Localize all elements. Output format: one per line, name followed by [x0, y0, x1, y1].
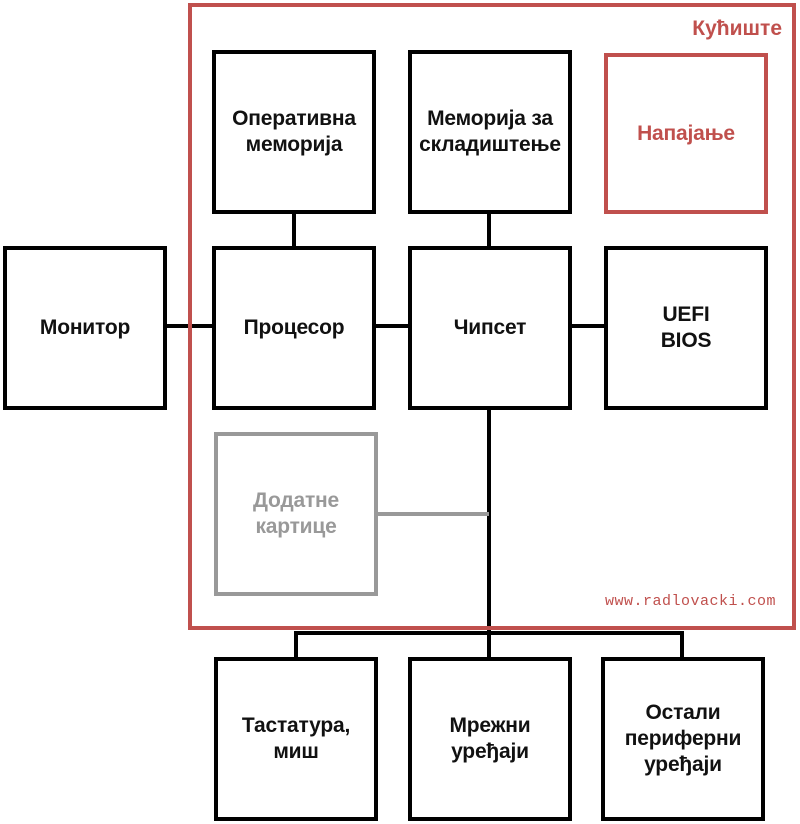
- ram-label: Оперативна меморија: [232, 107, 356, 156]
- storage-label: Меморија за складиштење: [419, 107, 561, 156]
- chipset-box: Чипсет: [408, 246, 572, 410]
- cpu-label: Процесор: [243, 316, 345, 339]
- expansion-cards-box: Додатне картице: [214, 432, 378, 596]
- cpu-box: Процесор: [212, 246, 376, 410]
- power-supply-label: Напајање: [637, 121, 735, 145]
- network-devices-box: Мрежни уређаји: [408, 657, 572, 821]
- monitor-box: Монитор: [3, 246, 167, 410]
- computer-case: Кућиште www.radlovacki.com: [188, 3, 796, 630]
- expansion-cards-label: Додатне картице: [252, 489, 340, 538]
- bios-label: UEFI BIOS: [660, 303, 712, 352]
- watermark: www.radlovacki.com: [604, 593, 776, 610]
- storage-box: Меморија за складиштење: [408, 50, 572, 214]
- other-peripherals-box: Остали периферни уређаји: [601, 657, 765, 821]
- network-devices-label: Мрежни уређаји: [449, 714, 531, 763]
- power-supply-box: Напајање: [604, 53, 768, 214]
- bios-box: UEFI BIOS: [604, 246, 768, 410]
- chipset-label: Чипсет: [453, 316, 527, 339]
- other-peripherals-label: Остали периферни уређаји: [624, 701, 742, 776]
- keyboard-mouse-label: Тастатура, миш: [241, 714, 351, 763]
- ram-box: Оперативна меморија: [212, 50, 376, 214]
- monitor-label: Монитор: [39, 316, 131, 339]
- case-title: Кућиште: [692, 17, 782, 40]
- keyboard-mouse-box: Тастатура, миш: [214, 657, 378, 821]
